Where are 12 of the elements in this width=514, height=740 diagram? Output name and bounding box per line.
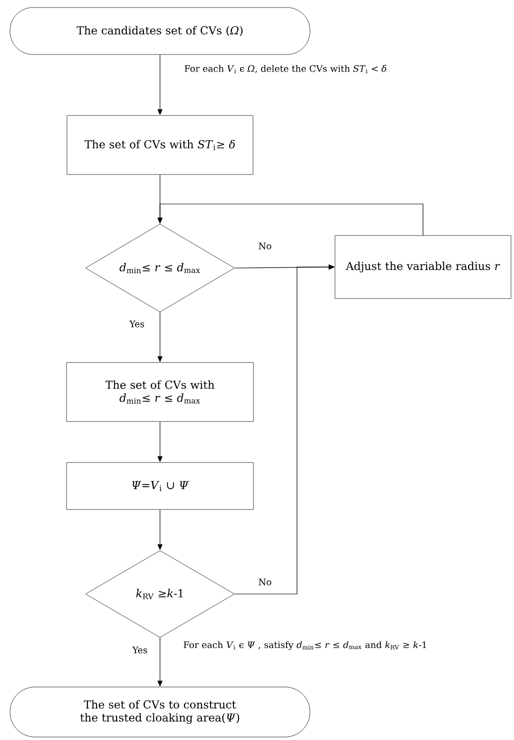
process-box: Ψ=V$_{i}$ ∪ Ψ [66, 462, 254, 510]
terminal-box: The set of CVs to construct the trusted cloaking area(Ψ) [10, 686, 310, 738]
process-box: The set of CVs with d$_{min}$≤ r ≤ d$_{max}$ [66, 362, 254, 422]
edge-label: Yes [128, 320, 146, 328]
terminal-box: The candidates set of CVs (Ω) [10, 7, 310, 55]
process-box: The set of CVs with ST$_{i}$≥ δ [66, 115, 254, 175]
edge-label: No [257, 578, 273, 586]
edge-label: For each V$_{i}$ ϵ Ω, delete the CVs with ST$_{i}$ < δ [183, 64, 388, 74]
note: For each V$_{i}$ ϵ Ψ , satisfy d$_{min}$≤ r ≤ d$_{max}$ and k$_{RV}$ ≥ k-1 [184, 641, 426, 650]
process-box: Adjust the variable radius r [334, 235, 512, 299]
edge-label: No [257, 242, 273, 250]
edge-label: Yes [131, 646, 149, 654]
